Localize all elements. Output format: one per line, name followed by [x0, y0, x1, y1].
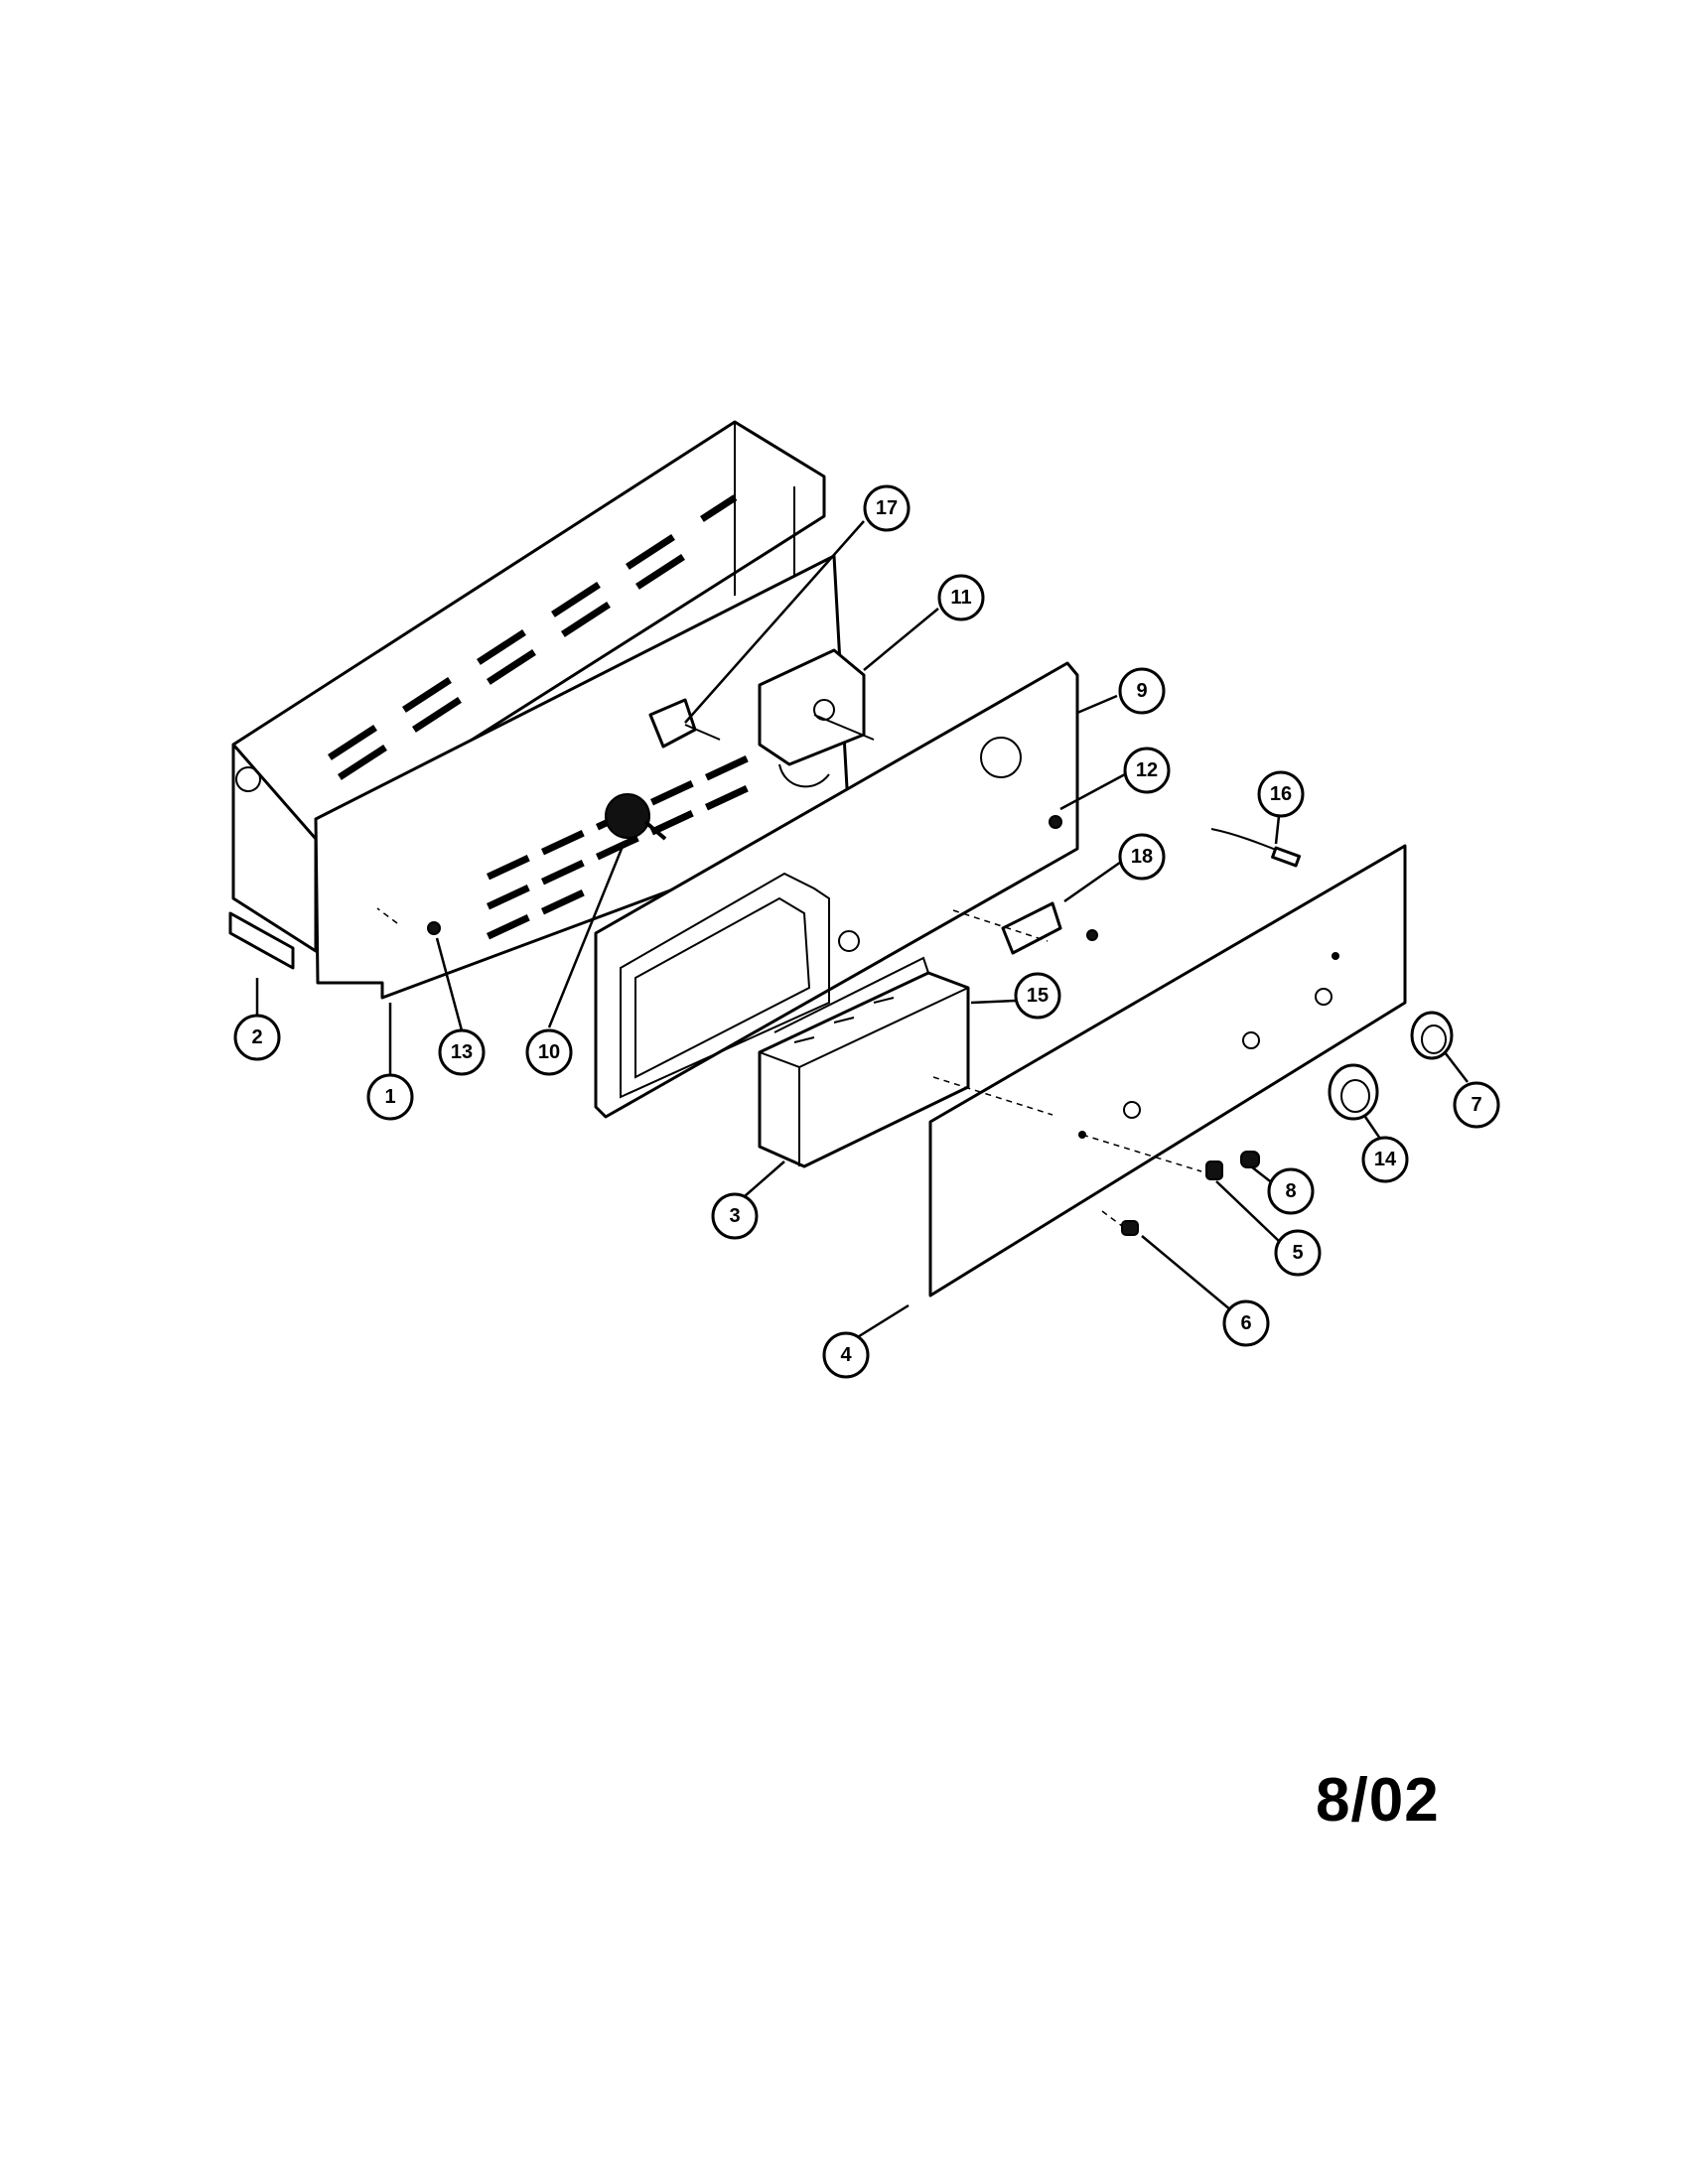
- callout-16: 16: [1257, 770, 1305, 818]
- callout-label: 2: [251, 1026, 262, 1048]
- sensor-probe: [1210, 828, 1301, 868]
- callout-label: 13: [451, 1041, 473, 1063]
- callout-10: 10: [525, 1028, 573, 1076]
- selector-switch: [605, 793, 667, 841]
- screw: [427, 921, 441, 935]
- callout-7: 7: [1453, 1081, 1500, 1129]
- switch-part: [648, 698, 721, 749]
- callout-label: 4: [840, 1344, 852, 1366]
- callout-label: 3: [729, 1205, 740, 1227]
- leader-lines: [255, 520, 1469, 1340]
- mounting-clip: [1001, 901, 1098, 955]
- callout-5: 5: [1274, 1229, 1322, 1277]
- grommet: [1240, 1151, 1260, 1168]
- spring-part: [1205, 1160, 1223, 1180]
- bracket: [228, 911, 295, 970]
- callout-6: 6: [1222, 1299, 1270, 1347]
- callout-12: 12: [1123, 747, 1171, 794]
- callout-8: 8: [1267, 1167, 1315, 1215]
- callout-label: 17: [876, 497, 898, 519]
- callout-label: 5: [1292, 1242, 1303, 1264]
- electronic-control-board: [758, 956, 970, 1168]
- callout-label: 14: [1374, 1149, 1397, 1170]
- control-panel: [594, 661, 1079, 1119]
- callout-label: 8: [1285, 1180, 1296, 1202]
- callout-14: 14: [1361, 1136, 1409, 1183]
- revision-date: 8/02: [1316, 1766, 1440, 1835]
- callout-11: 11: [937, 574, 985, 621]
- knob: [1410, 1011, 1454, 1060]
- front-glass-panel: [928, 844, 1407, 1297]
- control-housing: [231, 420, 826, 953]
- screw: [1049, 815, 1062, 829]
- callout-label: 11: [950, 587, 971, 609]
- callout-18: 18: [1118, 833, 1166, 881]
- callout-17: 17: [863, 484, 911, 532]
- callout-label: 12: [1136, 759, 1158, 781]
- callout-label: 7: [1471, 1094, 1481, 1116]
- callout-9: 9: [1118, 667, 1166, 715]
- spacer: [1121, 1220, 1139, 1236]
- callout-3: 3: [711, 1192, 759, 1240]
- callout-15: 15: [1014, 972, 1061, 1020]
- callout-label: 18: [1131, 846, 1153, 868]
- callout-4: 4: [822, 1331, 870, 1379]
- callout-label: 15: [1027, 985, 1049, 1007]
- callout-label: 6: [1240, 1312, 1251, 1334]
- callout-label: 1: [384, 1086, 395, 1108]
- callout-13: 13: [438, 1028, 486, 1076]
- callout-label: 9: [1136, 680, 1147, 702]
- callout-label: 16: [1270, 783, 1292, 805]
- callout-label: 10: [538, 1041, 560, 1063]
- timer-motor: [758, 648, 875, 788]
- knob: [1328, 1063, 1379, 1121]
- callout-2: 2: [233, 1014, 281, 1061]
- callout-1: 1: [366, 1073, 414, 1121]
